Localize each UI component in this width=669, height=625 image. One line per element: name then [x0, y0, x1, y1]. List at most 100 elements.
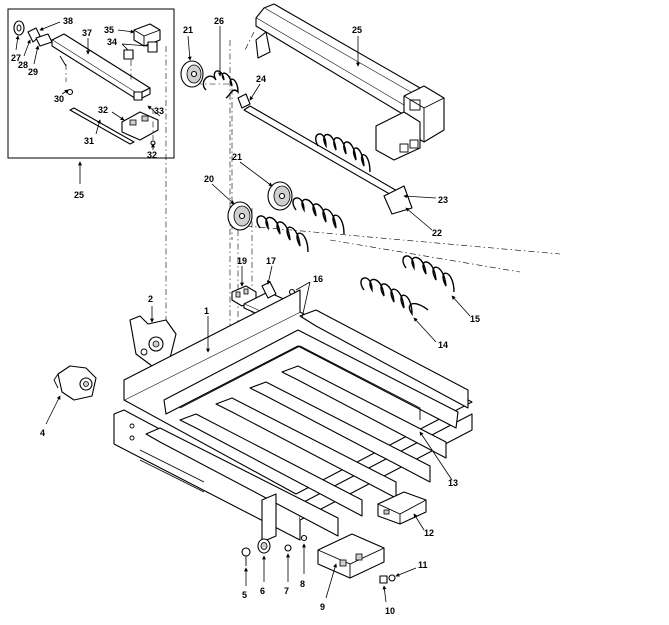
inset-rail-part [51, 33, 151, 101]
callout-10: 10 [382, 585, 395, 616]
callout-label: 22 [432, 228, 442, 238]
callout-20: 20 [204, 174, 235, 205]
callout-9: 9 [320, 563, 337, 612]
callout-label: 2 [148, 294, 153, 304]
spring-part [256, 215, 309, 253]
callout-label: 7 [284, 586, 289, 596]
screw-part [241, 547, 251, 566]
inset-small-blocks-part [123, 41, 158, 101]
callout-label: 16 [313, 274, 323, 284]
callout-29: 29 [28, 45, 40, 77]
callout-label: 20 [204, 174, 214, 184]
gear-part [267, 181, 293, 211]
callout-27: 27 [11, 35, 21, 63]
callout-label: 35 [104, 25, 114, 35]
callout-label: 8 [300, 579, 305, 589]
callout-label: 19 [237, 256, 247, 266]
callout-label: 11 [418, 560, 428, 570]
callout-label: 15 [470, 314, 480, 324]
callout-4: 4 [40, 395, 61, 438]
callout-17: 17 [266, 256, 276, 285]
callout-36: 35 [104, 25, 135, 35]
shaft-part [237, 93, 413, 215]
callout-label: 10 [385, 606, 395, 616]
callout-label: 13 [448, 478, 458, 488]
callout-6: 6 [260, 555, 266, 596]
callout-label: 12 [424, 528, 434, 538]
callout-label: 27 [11, 53, 21, 63]
callout-label: 25 [74, 190, 84, 200]
callout-25-inset: 25 [74, 161, 84, 200]
main-frame-part [113, 289, 473, 543]
callout-19: 19 [237, 256, 247, 287]
callout-5: 5 [242, 567, 248, 600]
callout-label: 1 [204, 306, 209, 316]
inset-gear-part [13, 20, 25, 36]
callout-32: 32 [147, 143, 157, 160]
screw-part [388, 574, 396, 582]
callout-label: 26 [214, 16, 224, 26]
callout-16: 16 [295, 274, 323, 319]
callout-11: 11 [395, 560, 428, 577]
callout-label: 4 [40, 428, 45, 438]
spring-part [202, 70, 239, 99]
inset-detail-box: 38 37 35 34 27 28 29 30 [7, 8, 175, 160]
callout-28: 28 [18, 39, 31, 70]
callout-26: 26 [214, 16, 224, 77]
callout-label: 32 [147, 150, 157, 160]
small-block-part [379, 575, 388, 584]
inset-screw-part [66, 88, 74, 96]
callout-label: 21 [183, 25, 193, 35]
callout-15: 15 [451, 295, 480, 324]
callout-label: 17 [266, 256, 276, 266]
callout-21-middle: 21 [232, 152, 273, 187]
inset-block-part [133, 23, 161, 47]
callout-14: 14 [413, 317, 448, 350]
callout-label: 9 [320, 602, 325, 612]
callout-label: 37 [82, 28, 92, 38]
callout-23: 23 [403, 194, 448, 205]
callout-33: 32 [98, 105, 125, 121]
callout-label: 5 [242, 590, 247, 600]
callout-label: 24 [256, 74, 266, 84]
gear-part [180, 60, 204, 88]
block-part [377, 491, 427, 525]
callout-22: 22 [405, 207, 442, 238]
spring-part [315, 133, 371, 173]
gear-part [227, 201, 253, 231]
callout-25-top: 25 [352, 25, 362, 67]
motor-part [53, 365, 97, 401]
spring-part [402, 255, 455, 293]
callout-label: 32 [98, 105, 108, 115]
bracket-part [317, 533, 385, 579]
callout-label: 29 [28, 67, 38, 77]
callout-13: 13 [419, 431, 458, 488]
callout-label: 21 [232, 152, 242, 162]
callout-label: 30 [54, 94, 64, 104]
callout-label: 38 [63, 16, 73, 26]
callout-7: 7 [284, 553, 290, 596]
callout-label: 14 [438, 340, 448, 350]
callout-37: 37 [82, 28, 92, 55]
inset-bracket-part [27, 27, 53, 47]
knob-part [257, 538, 271, 554]
callout-label: 28 [18, 60, 28, 70]
spring-part [360, 277, 429, 317]
inset-bar-part [69, 107, 135, 145]
callout-31: 31 [84, 119, 102, 146]
callout-38: 38 [39, 16, 73, 31]
motor-part [129, 315, 177, 367]
callout-1: 1 [204, 306, 210, 353]
callout-30: 30 [54, 89, 69, 104]
top-rail-assembly [255, 3, 445, 161]
callout-label: 23 [438, 195, 448, 205]
inset-assembly-part [121, 111, 159, 141]
callout-24: 24 [249, 74, 266, 101]
callout-8: 8 [300, 543, 306, 589]
callout-label: 25 [352, 25, 362, 35]
callout-label: 31 [84, 136, 94, 146]
callout-34: 33 [147, 105, 164, 117]
callout-label: 33 [154, 106, 164, 116]
callout-label: 34 [107, 37, 117, 47]
